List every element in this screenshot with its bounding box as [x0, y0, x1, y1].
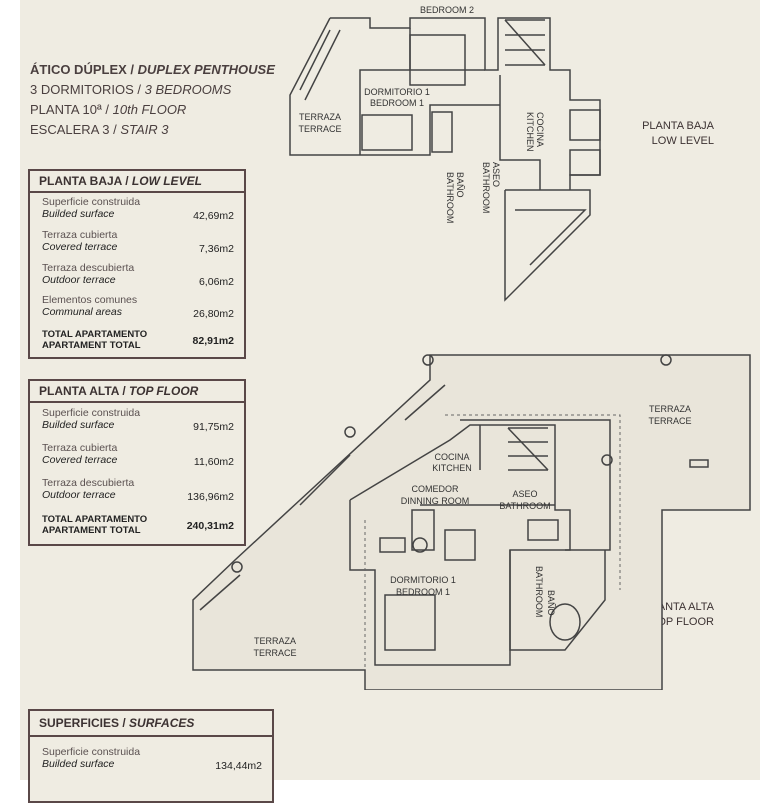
low-level-table-title: PLANTA BAJA / LOW LEVEL	[30, 171, 244, 193]
surfaces-table: SUPERFICIES / SURFACES Superficie constr…	[28, 709, 274, 803]
low-room-terraza: TERRAZA	[299, 112, 341, 122]
low-room-kitchen: KITCHEN	[525, 112, 535, 152]
top-room-comedor: COMEDOR	[412, 484, 460, 494]
top-room-bedroom1: BEDROOM 1	[396, 587, 450, 597]
header-line-type: ÁTICO DÚPLEX / DUPLEX PENTHOUSE	[30, 62, 275, 77]
surfaces-table-title: SUPERFICIES / SURFACES	[30, 711, 272, 737]
top-room-dinning: DINNING ROOM	[401, 496, 470, 506]
low-room-terrace: TERRACE	[298, 124, 341, 134]
low-room-cocina: COCINA	[535, 112, 545, 147]
property-header: ÁTICO DÚPLEX / DUPLEX PENTHOUSE 3 DORMIT…	[30, 60, 275, 140]
header-line-bedrooms: 3 DORMITORIOS / 3 BEDROOMS	[30, 82, 232, 97]
top-room-dormitorio1: DORMITORIO 1	[390, 575, 456, 585]
top-room-terrace-left: TERRACE	[253, 648, 296, 658]
low-room-bano: BAÑO	[455, 172, 465, 198]
top-room-cocina: COCINA	[434, 452, 469, 462]
low-room-dormitorio1: DORMITORIO 1	[364, 87, 430, 97]
top-room-aseo: ASEO	[512, 489, 537, 499]
top-room-terrace-right: TERRACE	[648, 416, 691, 426]
top-room-bano-bathroom: BATHROOM	[534, 566, 544, 617]
low-level-surface-table: PLANTA BAJA / LOW LEVEL Superficie const…	[28, 169, 246, 359]
header-line-floor: PLANTA 10ª / 10th FLOOR	[30, 102, 187, 117]
top-room-terraza-right: TERRAZA	[649, 404, 691, 414]
top-floor-plan: TERRAZA TERRACE COCINA KITCHEN COMEDOR D…	[192, 354, 751, 690]
top-room-kitchen: KITCHEN	[432, 463, 472, 473]
low-room-bano-bathroom: BATHROOM	[445, 172, 455, 223]
top-room-terraza-left: TERRAZA	[254, 636, 296, 646]
low-room-bedroom1: BEDROOM 1	[370, 98, 424, 108]
low-level-floor-plan: BEDROOM 2 DORMITORIO 1 BEDROOM 1 TERRAZA…	[289, 5, 601, 302]
header-line-stair: ESCALERA 3 / STAIR 3	[30, 122, 169, 137]
top-floor-table-title: PLANTA ALTA / TOP FLOOR	[30, 381, 244, 403]
top-room-bano: BAÑO	[546, 590, 556, 616]
low-room-aseo-bathroom: BATHROOM	[481, 162, 491, 213]
top-room-aseo-bathroom: BATHROOM	[499, 501, 550, 511]
low-room-bedroom2: BEDROOM 2	[420, 5, 474, 15]
low-room-aseo: ASEO	[491, 162, 501, 187]
top-floor-surface-table: PLANTA ALTA / TOP FLOOR Superficie const…	[28, 379, 246, 546]
